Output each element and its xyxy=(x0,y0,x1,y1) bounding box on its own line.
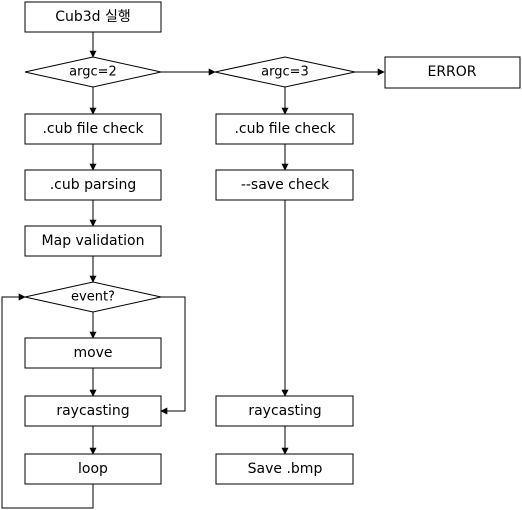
node-raycasting-left: raycasting xyxy=(24,395,162,427)
edge-event-to-raycasting xyxy=(160,296,186,415)
node-cub-parsing-label: .cub parsing xyxy=(50,177,137,193)
node-cub-check-right-label: .cub file check xyxy=(234,121,336,137)
node-loop-label: loop xyxy=(78,461,108,477)
node-loop: loop xyxy=(24,453,162,485)
node-raycasting-right-label: raycasting xyxy=(248,403,321,419)
node-save-check: --save check xyxy=(215,169,354,201)
node-cub-parsing: .cub parsing xyxy=(24,169,162,201)
node-event-label: event? xyxy=(71,290,115,305)
node-argc3-decision: argc=3 xyxy=(214,56,356,88)
node-cub-check-left: .cub file check xyxy=(24,113,162,145)
edge-loop-back-to-event xyxy=(1,293,94,509)
node-raycasting-right: raycasting xyxy=(215,395,354,427)
node-raycasting-left-label: raycasting xyxy=(56,403,129,419)
node-cub-check-right: .cub file check xyxy=(215,113,354,145)
node-error: ERROR xyxy=(384,56,521,89)
node-argc3-label: argc=3 xyxy=(261,65,309,80)
node-argc2-decision: argc=2 xyxy=(24,56,162,88)
node-start-label: Cub3d 실행 xyxy=(55,9,131,25)
node-map-validation: Map validation xyxy=(24,225,162,257)
node-save-bmp-label: Save .bmp xyxy=(248,461,323,477)
node-cub-check-left-label: .cub file check xyxy=(42,121,144,137)
node-save-bmp: Save .bmp xyxy=(215,453,354,485)
node-move-label: move xyxy=(73,345,112,361)
node-error-label: ERROR xyxy=(427,64,476,80)
node-move: move xyxy=(24,337,162,369)
node-map-validation-label: Map validation xyxy=(42,233,145,249)
node-event-decision: event? xyxy=(24,281,162,313)
node-save-check-label: --save check xyxy=(241,177,330,193)
node-argc2-label: argc=2 xyxy=(69,65,117,80)
node-start: Cub3d 실행 xyxy=(24,1,162,33)
edges xyxy=(1,32,385,509)
